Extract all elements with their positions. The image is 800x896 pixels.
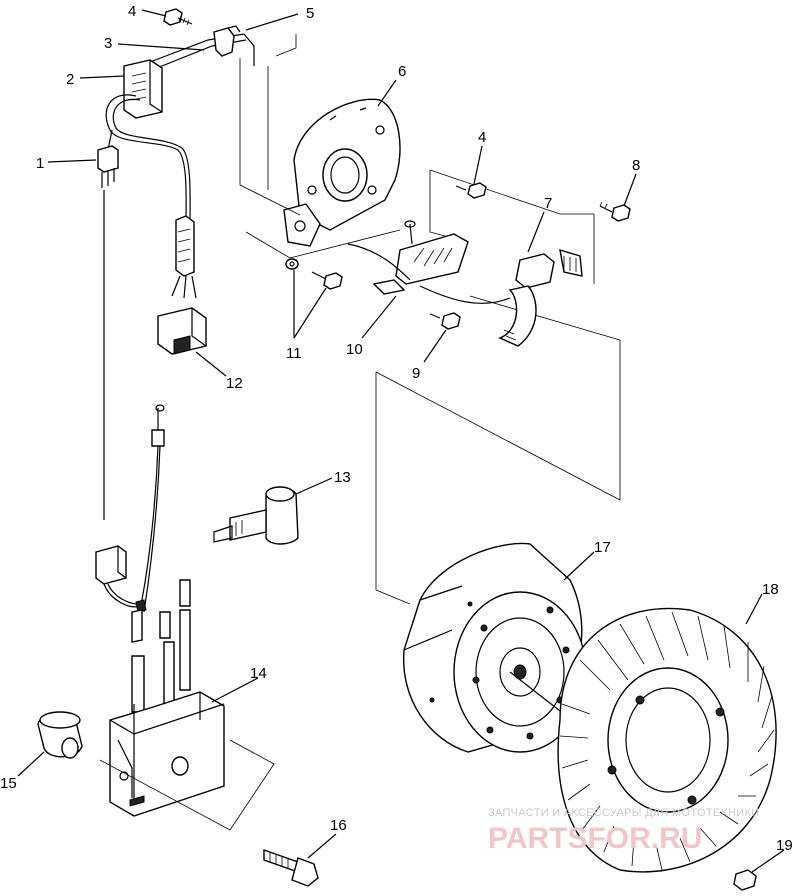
leader-lines	[17, 9, 785, 873]
callout-10: 10	[346, 341, 363, 358]
part-9-bolt	[429, 312, 461, 330]
part-10-coil	[347, 220, 469, 295]
callout-4-top: 4	[128, 3, 136, 20]
part-14-ignition-coil	[109, 579, 225, 817]
part-17-flywheel	[402, 542, 587, 753]
watermark-tagline: ЗАПЧАСТИ И АКСЕССУАРЫ ДЛЯ МОТОТЕХНИКИ	[488, 807, 759, 819]
callout-7: 7	[544, 195, 552, 212]
part-5-clamp	[213, 25, 241, 57]
callout-9: 9	[412, 365, 420, 382]
part-19-bolt	[733, 869, 757, 891]
callout-11: 11	[286, 345, 302, 362]
part-1-connector	[97, 145, 119, 188]
callout-4-mid: 4	[478, 129, 486, 146]
callout-1: 1	[36, 155, 44, 172]
callout-16: 16	[330, 817, 347, 834]
part-12-harness-connector	[157, 215, 207, 355]
part-11-washer-bolt	[285, 258, 343, 290]
coil-wire	[419, 285, 511, 304]
callout-13: 13	[334, 469, 351, 486]
callout-2: 2	[66, 71, 74, 88]
coil-projection	[99, 739, 275, 831]
watermark-site: PARTSFOR.RU	[488, 822, 702, 855]
part-8-bolt	[599, 201, 631, 222]
callout-8: 8	[632, 157, 640, 174]
part-4-bolt-mid	[455, 182, 487, 199]
projection-lines	[239, 34, 621, 605]
bullet-connector-pair	[95, 545, 147, 643]
callout-6: 6	[398, 63, 406, 80]
callout-15: 15	[0, 775, 17, 792]
callout-18: 18	[762, 581, 779, 598]
part-6-stator-plate	[283, 98, 401, 247]
part-3-wire-tube	[149, 33, 255, 71]
plug-wire-connector	[139, 404, 165, 613]
part-16-bolt	[263, 849, 319, 887]
part-15-spacer	[37, 711, 83, 759]
callout-14: 14	[250, 665, 267, 682]
part-2-regulator-box	[123, 59, 163, 119]
callout-3: 3	[104, 35, 112, 52]
part-18-fan	[557, 607, 777, 873]
part-4-bolt-top	[163, 8, 193, 26]
callout-12: 12	[226, 375, 243, 392]
callout-19: 19	[776, 837, 793, 854]
callout-17: 17	[594, 539, 611, 556]
part-7-pickup	[498, 249, 583, 347]
callout-5: 5	[306, 5, 314, 22]
part-13-spark-plug-cap	[213, 486, 299, 545]
